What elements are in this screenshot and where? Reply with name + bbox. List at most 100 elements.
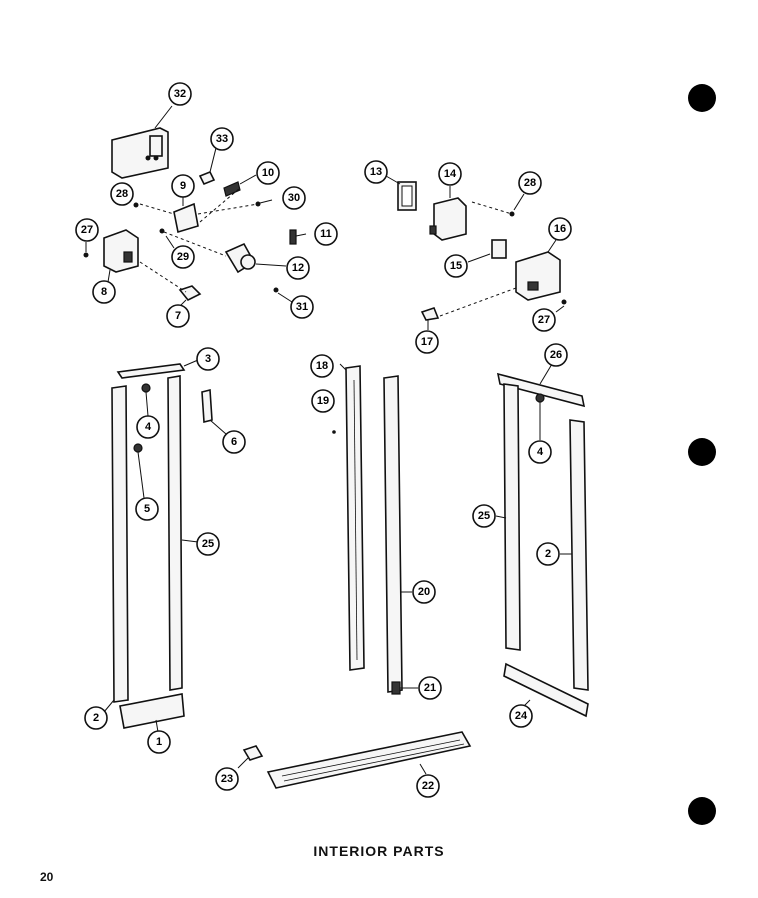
svg-text:25: 25 [478,510,490,522]
part-1-bottom-rail [119,693,185,733]
callout-3: 3 [196,347,220,371]
callout-16: 16 [548,217,572,241]
svg-text:10: 10 [262,167,274,179]
callout-24: 24 [509,704,533,728]
callout-12: 12 [286,256,310,280]
part-7-plate [178,285,202,307]
part-13-bezel [385,175,417,211]
svg-text:4: 4 [537,446,544,458]
svg-text:8: 8 [101,286,107,298]
svg-text:31: 31 [296,301,308,313]
part-21-end-cap [391,681,418,695]
svg-text:7: 7 [175,310,181,322]
callout-33: 33 [210,127,234,151]
callout-31: 31 [290,295,314,319]
callout-23: 23 [215,767,239,791]
svg-text:6: 6 [231,436,237,448]
binder-hole-bottom [688,797,716,825]
callout-9: 9 [171,174,195,198]
svg-text:15: 15 [450,260,462,272]
part-9-bracket [173,196,199,234]
part-26-top-rail [496,363,586,408]
svg-text:25: 25 [202,538,214,550]
svg-text:21: 21 [424,682,436,694]
svg-text:27: 27 [81,224,93,236]
part-27-screw-left [83,242,89,258]
callout-8: 8 [92,280,116,304]
callout-6: 6 [222,430,246,454]
part-12-knob [224,242,287,274]
part-33-clip [198,147,217,186]
callout-27-right: 27 [532,308,556,332]
part-20-center-strip [383,375,412,693]
part-16-thermostat-housing [515,239,561,301]
svg-text:14: 14 [444,168,457,180]
callout-18: 18 [310,354,334,378]
svg-text:23: 23 [221,773,233,785]
callout-25-right: 25 [472,504,496,528]
svg-text:16: 16 [554,223,566,235]
callout-13: 13 [364,160,388,184]
svg-text:19: 19 [317,395,329,407]
part-3-top-rail [116,359,199,379]
part-28-screw-right [509,193,525,217]
callout-14: 14 [438,162,462,186]
callout-22: 22 [416,774,440,798]
part-23-clip [237,745,264,769]
callout-17: 17 [415,330,439,354]
binder-hole-middle [688,438,716,466]
callout-30: 30 [282,186,306,210]
callout-15: 15 [444,254,468,278]
svg-text:9: 9 [180,180,186,192]
callout-20: 20 [412,580,436,604]
svg-text:24: 24 [515,710,528,722]
callout-28-right: 28 [518,171,542,195]
part-28-screw-left [133,202,139,208]
callout-4-left: 4 [136,415,160,439]
svg-text:26: 26 [550,349,562,361]
part-11-pin [289,229,307,245]
diagram-title: INTERIOR PARTS [313,843,445,859]
callout-25-left: 25 [196,532,220,556]
callout-27-left: 27 [75,218,99,242]
part-2-right-side-strip [560,419,589,691]
svg-text:4: 4 [145,421,152,433]
svg-text:12: 12 [292,262,304,274]
part-19-pin [332,430,336,434]
part-29-screw [159,228,175,249]
part-10-spring [223,174,257,197]
svg-text:18: 18 [316,360,328,372]
svg-text:30: 30 [288,192,300,204]
page-number: 20 [40,870,54,884]
svg-text:22: 22 [422,780,434,792]
part-15-insert [467,239,507,263]
svg-text:11: 11 [320,228,332,240]
callout-5: 5 [135,497,159,521]
part-6-strike [201,388,227,435]
part-30-screw [255,199,273,207]
part-4-fastener-right [535,393,545,440]
svg-text:3: 3 [205,353,211,365]
callout-10: 10 [256,161,280,185]
binder-hole-top [688,84,716,112]
svg-text:20: 20 [418,586,430,598]
svg-text:17: 17 [421,336,433,348]
svg-text:2: 2 [93,712,99,724]
callout-32: 32 [168,82,192,106]
callout-4-right: 4 [528,440,552,464]
svg-text:28: 28 [524,177,536,189]
svg-text:2: 2 [545,548,551,560]
svg-text:29: 29 [177,251,189,263]
callout-28-left: 28 [110,182,134,206]
part-5-fastener [133,443,145,499]
part-17-clip [420,307,440,330]
callout-21: 21 [418,676,442,700]
part-4-fastener-left [141,383,151,417]
callout-26: 26 [544,343,568,367]
svg-text:5: 5 [144,503,150,515]
svg-text:32: 32 [174,88,186,100]
svg-text:1: 1 [156,736,162,748]
part-27-screw-right [555,299,567,313]
callout-1: 1 [147,730,171,754]
